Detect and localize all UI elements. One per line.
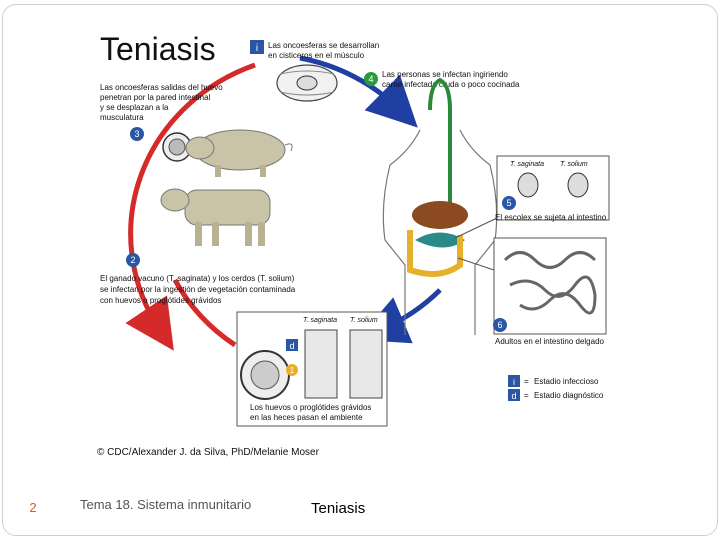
svg-text:T. solium: T. solium — [350, 317, 378, 324]
course-title: Tema 18. Sistema inmunitario — [80, 497, 252, 512]
stage-3-label-line-1: Las oncoesferas salidas del huevo — [100, 83, 223, 92]
muscle-cysticercus-icon — [276, 64, 338, 102]
svg-text:5: 5 — [506, 198, 511, 208]
svg-text:2: 2 — [130, 255, 135, 265]
svg-text:d: d — [289, 341, 294, 351]
stage-6-badge — [493, 318, 507, 332]
stage-2-label-line-3: con huevos o proglótides grávidos — [100, 296, 221, 305]
stage-5-label: El escolex se sujeta al intestino — [495, 213, 607, 222]
stage-1-badge: i — [250, 40, 264, 54]
svg-text:i: i — [513, 377, 515, 387]
stage-1-label-line-2: en cisticeros en el músculo — [268, 51, 365, 60]
svg-text:4: 4 — [368, 74, 373, 84]
stage-5-badge — [502, 196, 516, 210]
adult-worms-panel — [493, 237, 607, 335]
cycle-arrow-red-bottom — [172, 278, 237, 348]
stage-2-badge — [126, 253, 140, 267]
svg-text:T. solium: T. solium — [560, 161, 588, 168]
slide-footer-title: Teniasis — [311, 500, 366, 517]
stage-3-label-line-2: penetran por la pared intestinal — [100, 93, 211, 102]
svg-text:d: d — [511, 391, 516, 401]
svg-text:Estadio diagnóstico: Estadio diagnóstico — [534, 391, 604, 400]
stage-6-label: Adultos en el intestino delgado — [495, 337, 605, 346]
eggs-proglottids-panel: T. saginata T. solium — [236, 311, 388, 427]
stage-2-label-line-2: se infectan por la ingestión de vegetaci… — [100, 285, 296, 294]
svg-text:6: 6 — [497, 320, 502, 330]
svg-text:=: = — [524, 391, 529, 400]
stage-eggs-label-line-2: en las heces pasan el ambiente — [250, 413, 363, 422]
stage-3-label-line-4: musculatura — [100, 113, 144, 122]
scolex-panel: T. saginata T. solium — [496, 155, 610, 221]
stage-4-badge — [364, 72, 378, 86]
legend-infectious: i = Estadio infeccioso — [508, 375, 599, 387]
stage-d-badge: d — [286, 339, 298, 351]
cycle-arrow-red — [125, 62, 256, 351]
svg-text:T. saginata: T. saginata — [510, 161, 544, 168]
diagram-title: Teniasis — [100, 31, 216, 67]
pig-icon — [185, 129, 293, 177]
svg-text:3: 3 — [134, 129, 139, 139]
legend-diagnostic: d = Estadio diagnóstico — [508, 389, 604, 401]
stage-2-label-line-1: El ganado vacuno (T. saginata) y los cer… — [100, 274, 295, 283]
svg-text:1: 1 — [290, 366, 295, 375]
stage-1-badge-bottom — [286, 364, 298, 376]
cycle-arrow-blue-top — [299, 55, 418, 128]
human-body-icon — [382, 77, 498, 335]
stage-4-label-line-1: Las personas se infectan ingiriendo — [382, 70, 508, 79]
svg-text:Estadio infeccioso: Estadio infeccioso — [534, 377, 599, 386]
stage-eggs-label-line-1: Los huevos o proglótides grávidos — [250, 403, 371, 412]
stage-3-badge — [130, 127, 144, 141]
svg-text:=: = — [524, 377, 529, 386]
image-credit: © CDC/Alexander J. da Silva, PhD/Melanie… — [97, 447, 320, 458]
svg-text:T. saginata: T. saginata — [303, 317, 337, 324]
stage-1-label-line-1: Las oncoesferas se desarrollan — [268, 41, 379, 50]
stage-3-label-line-3: y se desplazan a la — [100, 103, 169, 112]
svg-text:i: i — [256, 43, 258, 54]
cow-icon — [160, 188, 271, 246]
slide-number: 2 — [29, 500, 37, 515]
stage-4-label-line-2: carne infectada cruda o poco cocinada — [382, 80, 520, 89]
cycle-arrow-blue-right — [356, 288, 442, 344]
